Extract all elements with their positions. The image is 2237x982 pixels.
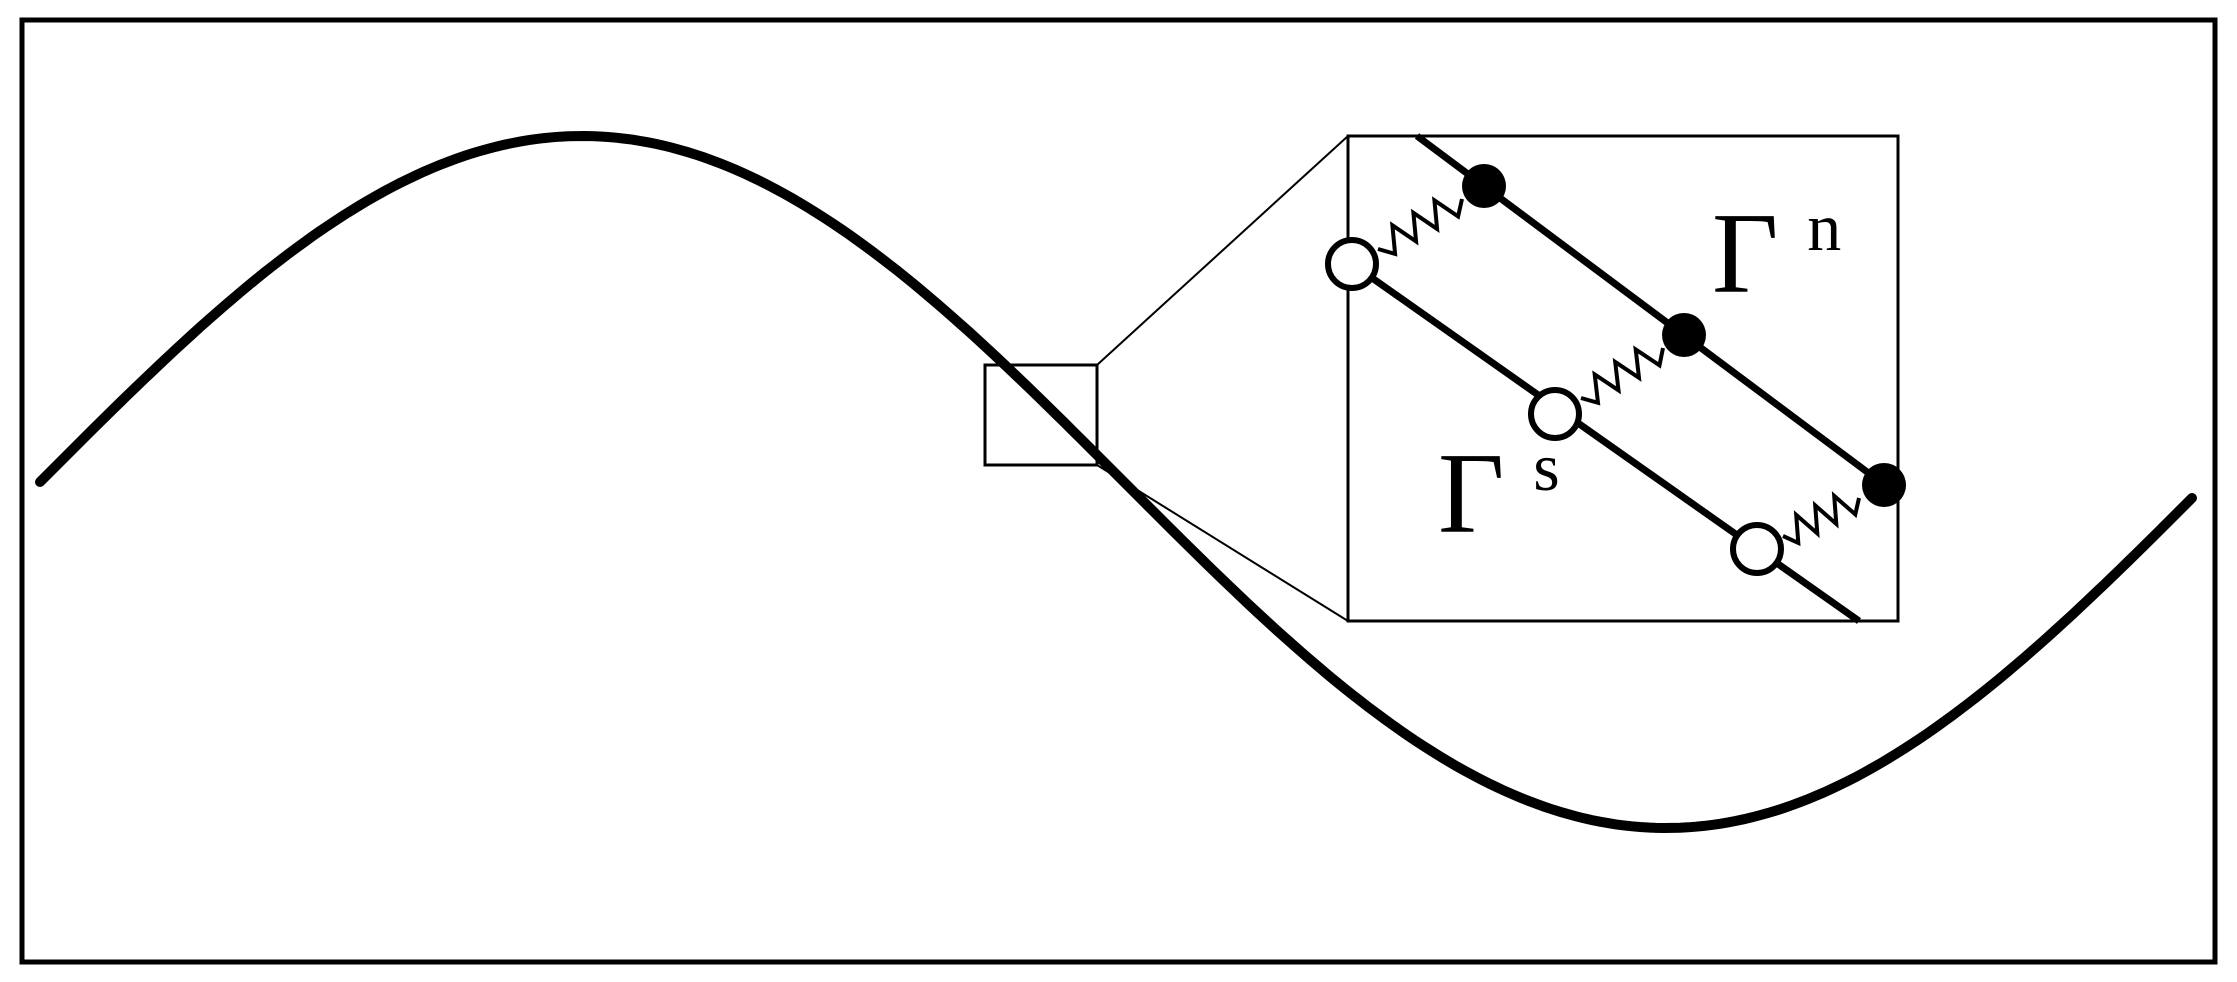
spring-zigzag bbox=[1580, 345, 1665, 406]
gamma-s-open-node bbox=[1730, 522, 1784, 576]
gamma-s-open-node bbox=[1528, 387, 1582, 441]
gamma-s-superscript: s bbox=[1533, 429, 1559, 505]
gamma-n-superscript: n bbox=[1807, 189, 1841, 265]
label-gamma-s: Γ s bbox=[1438, 429, 1560, 557]
label-gamma-n: Γ n bbox=[1712, 189, 1841, 317]
callout-line-top bbox=[1096, 135, 1349, 366]
figure-frame bbox=[19, 17, 2218, 965]
spring-zigzag bbox=[1782, 491, 1861, 547]
gamma-n-filled-node bbox=[1662, 313, 1706, 357]
interface-curve bbox=[35, 130, 2197, 834]
zoom-region-box bbox=[983, 363, 1099, 467]
gamma-n-filled-node bbox=[1462, 164, 1506, 208]
gamma-s-base: Γ bbox=[1438, 430, 1504, 557]
callout-line-bottom bbox=[1096, 464, 1349, 622]
gamma-n-filled-node bbox=[1862, 463, 1906, 507]
inset-box bbox=[1346, 134, 1900, 623]
gamma-n-base: Γ bbox=[1712, 190, 1778, 317]
gamma-s-open-node bbox=[1325, 237, 1379, 291]
spring-zigzag bbox=[1377, 196, 1464, 257]
